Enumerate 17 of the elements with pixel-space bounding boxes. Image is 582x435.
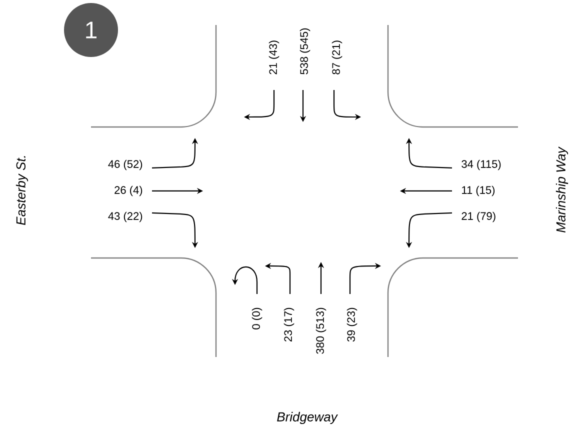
street-name: Marinship Way bbox=[556, 146, 568, 232]
number-badge: 1 bbox=[64, 3, 118, 57]
traffic-count: 43 (22) bbox=[108, 212, 142, 222]
traffic-count: 23 (17) bbox=[284, 308, 294, 342]
street-name: Bridgeway bbox=[277, 412, 338, 424]
traffic-count: 538 (545) bbox=[300, 28, 310, 74]
traffic-count: 46 (52) bbox=[108, 160, 142, 170]
traffic-count: 87 (21) bbox=[332, 40, 342, 74]
traffic-count: 11 (15) bbox=[462, 186, 495, 196]
traffic-count: 0 (0) bbox=[252, 308, 262, 330]
traffic-count: 39 (23) bbox=[346, 308, 358, 342]
traffic-count: 21 (79) bbox=[462, 212, 496, 222]
street-name: Easterby St. bbox=[16, 156, 28, 225]
traffic-count: 34 (115) bbox=[462, 160, 501, 170]
traffic-count: 380 (513) bbox=[316, 308, 326, 354]
traffic-count: 21 (43) bbox=[268, 40, 280, 74]
traffic-count: 26 (4) bbox=[114, 186, 142, 196]
